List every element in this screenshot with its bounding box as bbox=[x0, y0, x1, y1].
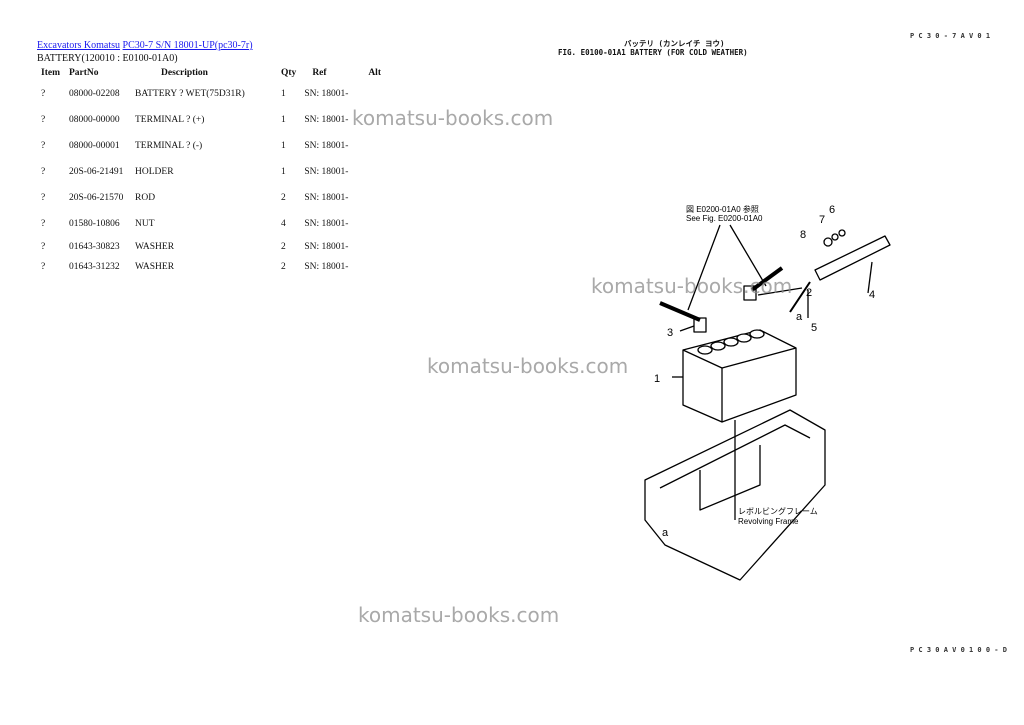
header-alt: Alt bbox=[368, 68, 381, 78]
cell-ref: SN: 18001- bbox=[304, 141, 349, 151]
battery-cap bbox=[710, 341, 726, 351]
callout-leader-4 bbox=[867, 261, 873, 294]
header-item: Item bbox=[41, 68, 60, 78]
cell-qty: 1 bbox=[281, 141, 286, 151]
cell-qty: 2 bbox=[281, 193, 286, 203]
cell-partno: 08000-00001 bbox=[69, 141, 120, 151]
cell-item: ? bbox=[41, 167, 46, 177]
table-row: ? 01643-31232 WASHER 2 SN: 18001- bbox=[33, 257, 392, 277]
page-subtitle: BATTERY(120010 : E0100-01A0) bbox=[37, 53, 178, 64]
nut bbox=[831, 233, 839, 241]
cell-description: TERMINAL ? (+) bbox=[135, 115, 205, 125]
callout-a: a bbox=[796, 311, 803, 323]
revolving-frame-label-jp: レボルビングフレーム bbox=[738, 506, 818, 516]
cell-item: ? bbox=[41, 193, 46, 203]
callout-6: 6 bbox=[829, 204, 835, 216]
table-row: ? 08000-00000 TERMINAL ? (+) 1 SN: 18001… bbox=[33, 107, 392, 133]
callout-leader-3 bbox=[679, 325, 695, 332]
callout-leader-2 bbox=[757, 287, 803, 296]
rod bbox=[789, 281, 811, 313]
cable-positive bbox=[750, 266, 784, 292]
corner-code-top: P C 3 0 - 7 A V 0 1 bbox=[910, 32, 991, 40]
cell-qty: 1 bbox=[281, 89, 286, 99]
revolving-frame bbox=[644, 409, 826, 581]
see-fig-label-jp: 図 E0200-01A0 参照 bbox=[686, 204, 759, 214]
cell-partno: 20S-06-21491 bbox=[69, 167, 124, 177]
battery-body-outline bbox=[682, 329, 797, 423]
cell-qty: 4 bbox=[281, 219, 286, 229]
cell-ref: SN: 18001- bbox=[304, 193, 349, 203]
callout-7: 7 bbox=[819, 214, 825, 226]
cell-item: ? bbox=[41, 262, 46, 272]
battery-cap bbox=[697, 345, 713, 355]
header-qty: Qty bbox=[281, 68, 297, 78]
washer bbox=[823, 237, 833, 247]
holder-bar bbox=[814, 235, 891, 281]
revolving-frame-label: Revolving Frame bbox=[738, 517, 799, 526]
revolving-frame-inner bbox=[659, 424, 811, 511]
cell-item: ? bbox=[41, 141, 46, 151]
cell-partno: 01580-10806 bbox=[69, 219, 120, 229]
callout-3: 3 bbox=[667, 327, 673, 339]
table-header-row: Item PartNo Description Qty Ref Alt bbox=[33, 65, 392, 81]
cell-ref: SN: 18001- bbox=[304, 167, 349, 177]
battery-cap bbox=[723, 337, 739, 347]
cell-description: NUT bbox=[135, 219, 155, 229]
cell-partno: 08000-00000 bbox=[69, 115, 120, 125]
battery-cap bbox=[749, 329, 765, 339]
cell-qty: 1 bbox=[281, 115, 286, 125]
cell-item: ? bbox=[41, 219, 46, 229]
cell-description: WASHER bbox=[135, 262, 175, 272]
cell-partno: 08000-02208 bbox=[69, 89, 120, 99]
breadcrumb-link-model[interactable]: PC30-7 S/N 18001-UP(pc30-7r) bbox=[122, 40, 253, 51]
cell-item: ? bbox=[41, 242, 46, 252]
cell-description: HOLDER bbox=[135, 167, 174, 177]
breadcrumb: Excavators Komatsu PC30-7 S/N 18001-UP(p… bbox=[37, 40, 253, 51]
table-row: ? 01643-30823 WASHER 2 SN: 18001- bbox=[33, 237, 392, 257]
callout-1: 1 bbox=[654, 373, 660, 385]
table-row: ? 08000-02208 BATTERY ? WET(75D31R) 1 SN… bbox=[33, 81, 392, 107]
figure-title-jp: バッテリ (カンレイチ ヨウ) bbox=[624, 39, 725, 48]
header-description: Description bbox=[161, 68, 208, 78]
cell-partno: 01643-31232 bbox=[69, 262, 120, 272]
table-row: ? 20S-06-21570 ROD 2 SN: 18001- bbox=[33, 185, 392, 211]
cell-partno: 20S-06-21570 bbox=[69, 193, 124, 203]
callout-a-frame: a bbox=[662, 527, 669, 539]
table-row: ? 08000-00001 TERMINAL ? (-) 1 SN: 18001… bbox=[33, 133, 392, 159]
washer bbox=[838, 229, 846, 237]
cell-description: TERMINAL ? (-) bbox=[135, 141, 203, 151]
cell-partno: 01643-30823 bbox=[69, 242, 120, 252]
cell-ref: SN: 18001- bbox=[304, 219, 349, 229]
cell-item: ? bbox=[41, 89, 46, 99]
cell-qty: 2 bbox=[281, 242, 286, 252]
battery-cap bbox=[736, 333, 752, 343]
see-fig-label: See Fig. E0200-01A0 bbox=[686, 214, 763, 223]
figure-title: FIG. E0100-01A1 BATTERY (FOR COLD WEATHE… bbox=[558, 48, 748, 57]
header-partno: PartNo bbox=[69, 68, 99, 78]
callout-4: 4 bbox=[869, 289, 875, 301]
cell-item: ? bbox=[41, 115, 46, 125]
table-row: ? 20S-06-21491 HOLDER 1 SN: 18001- bbox=[33, 159, 392, 185]
cable-negative bbox=[659, 301, 701, 322]
breadcrumb-link-excavators[interactable]: Excavators Komatsu bbox=[37, 40, 121, 51]
callout-2: 2 bbox=[806, 287, 812, 299]
table-row: ? 01580-10806 NUT 4 SN: 18001- bbox=[33, 211, 392, 237]
cell-description: ROD bbox=[135, 193, 156, 203]
callout-8: 8 bbox=[800, 229, 806, 241]
see-fig-leader bbox=[687, 224, 767, 311]
cell-description: BATTERY ? WET(75D31R) bbox=[135, 89, 245, 99]
cell-ref: SN: 18001- bbox=[304, 262, 349, 272]
callout-5: 5 bbox=[811, 322, 817, 334]
corner-code-bottom: P C 3 0 A V 0 1 0 0 - D bbox=[910, 646, 1007, 654]
header-ref: Ref bbox=[312, 68, 327, 78]
cell-description: WASHER bbox=[135, 242, 175, 252]
parts-table: Item PartNo Description Qty Ref Alt ? 08… bbox=[33, 65, 392, 277]
cell-ref: SN: 18001- bbox=[304, 89, 349, 99]
cell-ref: SN: 18001- bbox=[304, 242, 349, 252]
cell-qty: 1 bbox=[281, 167, 286, 177]
cell-qty: 2 bbox=[281, 262, 286, 272]
cell-ref: SN: 18001- bbox=[304, 115, 349, 125]
